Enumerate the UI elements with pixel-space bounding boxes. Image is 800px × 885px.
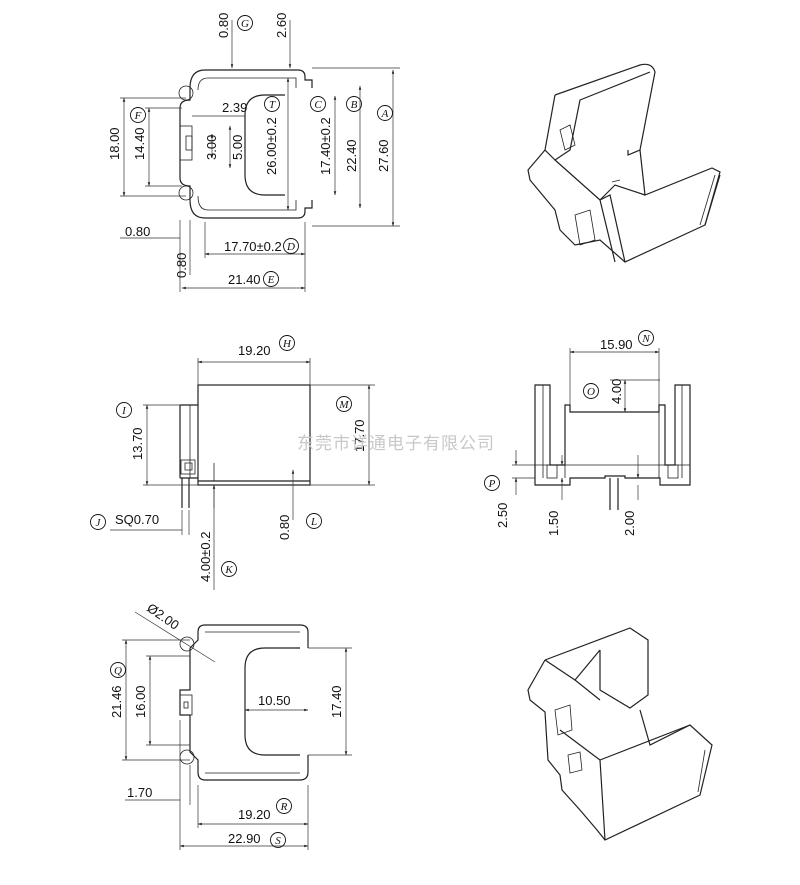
dim-top-18: 18.00 <box>107 127 122 160</box>
dim-front-19-20: 19.20 <box>238 343 271 358</box>
label-h: H <box>282 338 292 350</box>
dim-front-13-70: 13.70 <box>130 427 145 460</box>
dim-side-15-90: 15.90 <box>600 337 633 352</box>
dim-bottom-1-70: 1.70 <box>127 785 152 800</box>
top-view-texts: 0.80 2.60 G 2.39 T C B A 3.00 5.00 26.00… <box>107 13 393 287</box>
label-q: Q <box>114 665 122 677</box>
dim-top-26: 26.00±0.2 <box>264 117 279 175</box>
label-a: A <box>381 108 389 120</box>
dim-top-27-60: 27.60 <box>376 139 391 172</box>
dim-top-17-70: 17.70±0.2 <box>224 239 282 254</box>
dim-front-0-80: 0.80 <box>277 515 292 540</box>
bottom-view-texts: Ø2.00 Q 21.46 16.00 10.50 17.40 1.70 19.… <box>109 600 344 848</box>
dim-top-21-40: 21.40 <box>228 272 261 287</box>
side-view-texts: 15.90 N O 4.00 P 2.50 1.50 2.00 <box>484 330 654 536</box>
dim-bottom-21-46: 21.46 <box>109 685 124 718</box>
dim-top-2-60: 2.60 <box>274 13 289 38</box>
bottom-view <box>179 624 309 781</box>
dim-front-sq: SQ0.70 <box>115 512 159 527</box>
label-l: L <box>310 516 317 528</box>
side-view-dims <box>512 348 660 500</box>
front-view-texts: 19.20 H I 13.70 M 17.70 J SQ0.70 0.80 L … <box>90 335 367 582</box>
dim-top-14-40: 14.40 <box>132 127 147 160</box>
label-r: R <box>280 801 288 813</box>
watermark-text: 东莞市详通电子有限公司 <box>297 434 495 454</box>
dim-top-0-80b: 0.80 <box>174 253 189 278</box>
label-k: K <box>224 564 233 576</box>
top-view-dims <box>120 20 400 292</box>
label-n: N <box>641 333 650 345</box>
label-t: T <box>269 99 276 111</box>
front-view-dims <box>110 358 375 590</box>
label-s: S <box>275 835 281 847</box>
label-g: G <box>241 18 249 30</box>
dim-front-17-70: 17.70 <box>352 419 367 452</box>
label-d: D <box>286 241 295 253</box>
label-p: P <box>488 478 496 490</box>
dim-front-4-00: 4.00±0.2 <box>198 531 213 582</box>
dim-bottom-17-40: 17.40 <box>329 685 344 718</box>
dim-side-2-00: 2.00 <box>622 511 637 536</box>
dim-bottom-dia: Ø2.00 <box>144 600 182 633</box>
dim-bottom-19-20: 19.20 <box>238 807 271 822</box>
label-b: B <box>351 99 358 111</box>
dim-top-3: 3.00 <box>204 135 219 160</box>
dim-top-22-40: 22.40 <box>344 139 359 172</box>
dim-top-5: 5.00 <box>230 135 245 160</box>
dim-top-0-80a: 0.80 <box>125 224 150 239</box>
bottom-view-dims <box>122 611 352 850</box>
label-f: F <box>134 110 142 122</box>
dim-bottom-16: 16.00 <box>133 685 148 718</box>
label-j: J <box>96 517 102 529</box>
dim-top-g: 0.80 <box>216 13 231 38</box>
iso-view-top <box>527 63 721 263</box>
dim-side-4-00: 4.00 <box>609 379 624 404</box>
dim-bottom-22-90: 22.90 <box>228 831 261 846</box>
iso-view-bottom <box>527 627 713 841</box>
dim-bottom-10-50: 10.50 <box>258 693 291 708</box>
dim-side-1-50: 1.50 <box>546 511 561 536</box>
dim-side-2-50: 2.50 <box>495 503 510 528</box>
label-i: I <box>121 405 127 417</box>
label-m: M <box>338 399 349 411</box>
label-c: C <box>314 99 322 111</box>
label-o: O <box>587 386 595 398</box>
dim-top-2-39: 2.39 <box>222 100 247 115</box>
front-view <box>179 384 311 508</box>
dim-top-17-40: 17.40±0.2 <box>318 117 333 175</box>
top-view <box>178 69 313 219</box>
label-e: E <box>267 274 275 286</box>
